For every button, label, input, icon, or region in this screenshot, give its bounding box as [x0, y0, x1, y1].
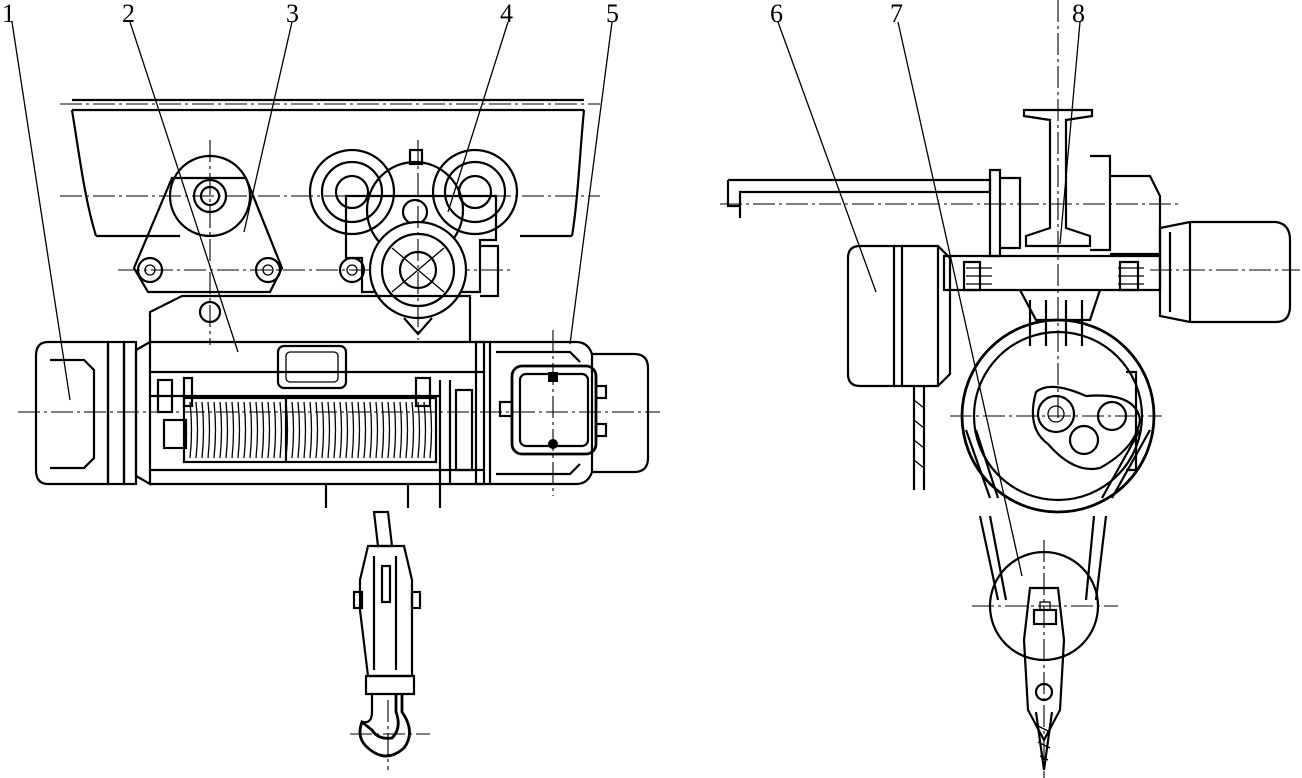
trolley-wheel-right	[431, 148, 519, 236]
rope-winding	[381, 401, 385, 459]
rope-winding	[429, 401, 433, 459]
rope-winding	[339, 401, 343, 459]
callout-7: 7	[890, 0, 903, 28]
rope-winding	[237, 401, 241, 459]
side-view	[720, 0, 1300, 778]
rope-winding	[297, 401, 301, 459]
rope-winding	[375, 401, 379, 459]
hoist-body	[18, 330, 660, 508]
rope-winding	[291, 401, 295, 459]
rope-winding	[207, 401, 211, 459]
callout-8: 8	[1072, 0, 1085, 28]
rope-winding	[333, 401, 337, 459]
side-frame-beam	[942, 254, 1162, 322]
rope-winding	[315, 401, 319, 459]
callout-labels: 1 2 3 4 5 6 7 8	[2, 0, 1085, 28]
front-view	[18, 98, 660, 770]
rope-winding	[195, 401, 199, 459]
rope-winding	[201, 401, 205, 459]
rail-i-section	[1022, 0, 1094, 420]
rope-winding	[363, 401, 367, 459]
rope-winding	[321, 401, 325, 459]
rope-winding	[423, 401, 427, 459]
rope-winding	[231, 401, 235, 459]
rope-winding	[393, 401, 397, 459]
callout-3: 3	[286, 0, 299, 28]
trolley-side-plate	[118, 176, 510, 294]
rope-winding	[213, 401, 217, 459]
rope-winding	[327, 401, 331, 459]
rope-winding	[345, 401, 349, 459]
rope-winding	[357, 401, 361, 459]
hook-block	[350, 510, 430, 770]
rope-winding	[249, 401, 253, 459]
rope-winding	[399, 401, 403, 459]
rope-winding	[303, 401, 307, 459]
trolley-wheel-middle	[308, 148, 396, 236]
rope-winding	[189, 401, 193, 459]
cantilever-arm	[720, 154, 1180, 258]
rope-winding	[351, 401, 355, 459]
callout-1: 1	[2, 0, 15, 28]
drum-end-view	[950, 300, 1162, 514]
rope-winding	[411, 401, 415, 459]
callout-4: 4	[500, 0, 513, 28]
rope-winding	[267, 401, 271, 459]
hoist-frame	[148, 294, 472, 390]
rope-winding	[417, 401, 421, 459]
travel-drive-unit	[338, 140, 500, 340]
rope-winding	[261, 401, 265, 459]
rope-winding	[243, 401, 247, 459]
callout-2: 2	[122, 0, 135, 28]
callout-6: 6	[770, 0, 783, 28]
travel-motor-side	[1150, 220, 1300, 324]
trolley-wheel-left	[168, 140, 252, 345]
rope-winding	[387, 401, 391, 459]
rope-winding	[273, 401, 277, 459]
rope-winding	[405, 401, 409, 459]
rope-winding	[369, 401, 373, 459]
rope-winding	[255, 401, 259, 459]
i-beam-track	[60, 98, 600, 238]
leader-lines	[11, 21, 1081, 577]
side-hook-block	[972, 515, 1118, 778]
rope-winding	[219, 401, 223, 459]
rope-winding	[309, 401, 313, 459]
rope-winding	[225, 401, 229, 459]
callout-5: 5	[606, 0, 619, 28]
hoist-motor-end	[846, 244, 952, 490]
rope-drum-windings	[189, 398, 433, 462]
rope-winding	[279, 401, 283, 459]
